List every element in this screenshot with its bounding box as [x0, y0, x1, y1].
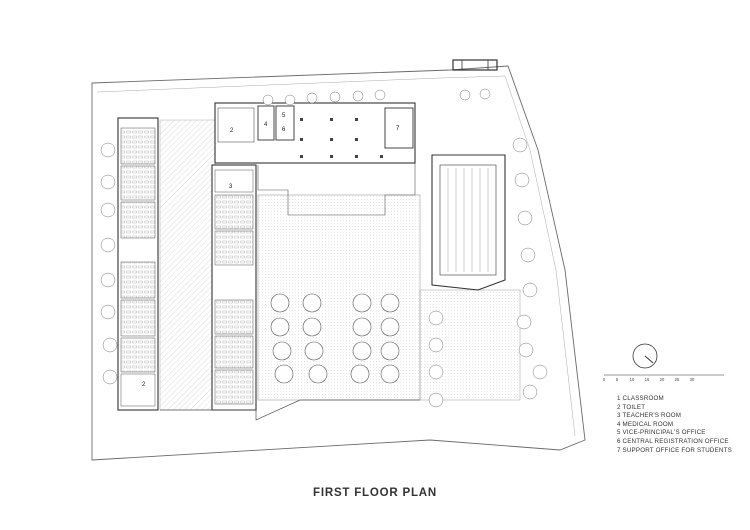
scale-tick: 10	[629, 377, 635, 382]
tag-support-office: 7	[396, 126, 400, 132]
scale-tick: 15	[644, 377, 650, 382]
site-boundary	[91, 65, 586, 461]
legend-item: 1 CLASSROOM	[617, 395, 664, 402]
scale-tick: 25	[674, 377, 680, 382]
plan-title: FIRST FLOOR PLAN	[313, 487, 437, 499]
central-classroom-wing	[211, 164, 257, 411]
swimming-pool	[431, 154, 506, 291]
tag-vice-principal: 5	[282, 113, 286, 119]
scale-tick: 30	[689, 377, 695, 382]
tag-registration: 6	[282, 127, 286, 133]
scale-tick: 0	[602, 377, 606, 382]
legend-item: 5 VICE-PRINCIPAL'S OFFICE	[617, 429, 706, 437]
scale-bar-icon: 0 5 10 15 20 25 30	[602, 372, 724, 392]
west-classroom-wing	[117, 117, 159, 411]
tag-teachers-room: 3	[229, 184, 233, 190]
legend-item: 7 SUPPORT OFFICE FOR STUDENTS	[617, 446, 732, 454]
legend-item: 2 TOILET	[617, 403, 646, 411]
perimeter-trees	[100, 88, 548, 408]
legend-item: 3 TEACHER'S ROOM	[617, 412, 682, 420]
room-legend: 1 CLASSROOM 2 TOILET 3 TEACHER'S ROOM 4 …	[617, 395, 732, 455]
scale-tick: 20	[659, 377, 665, 382]
legend-item: 4 MEDICAL ROOM	[617, 420, 674, 428]
scale-tick: 5	[615, 377, 619, 382]
courtyard-trees	[270, 293, 400, 384]
administration-block	[214, 102, 416, 216]
gate-structure	[452, 59, 498, 71]
tag-toilet-south: 2	[142, 382, 146, 388]
legend-item: 6 CENTRAL REGISTRATION OFFICE	[617, 437, 729, 445]
tag-toilet: 2	[230, 128, 234, 134]
tag-medical-room: 4	[264, 122, 268, 128]
north-arrow-icon	[632, 343, 658, 369]
